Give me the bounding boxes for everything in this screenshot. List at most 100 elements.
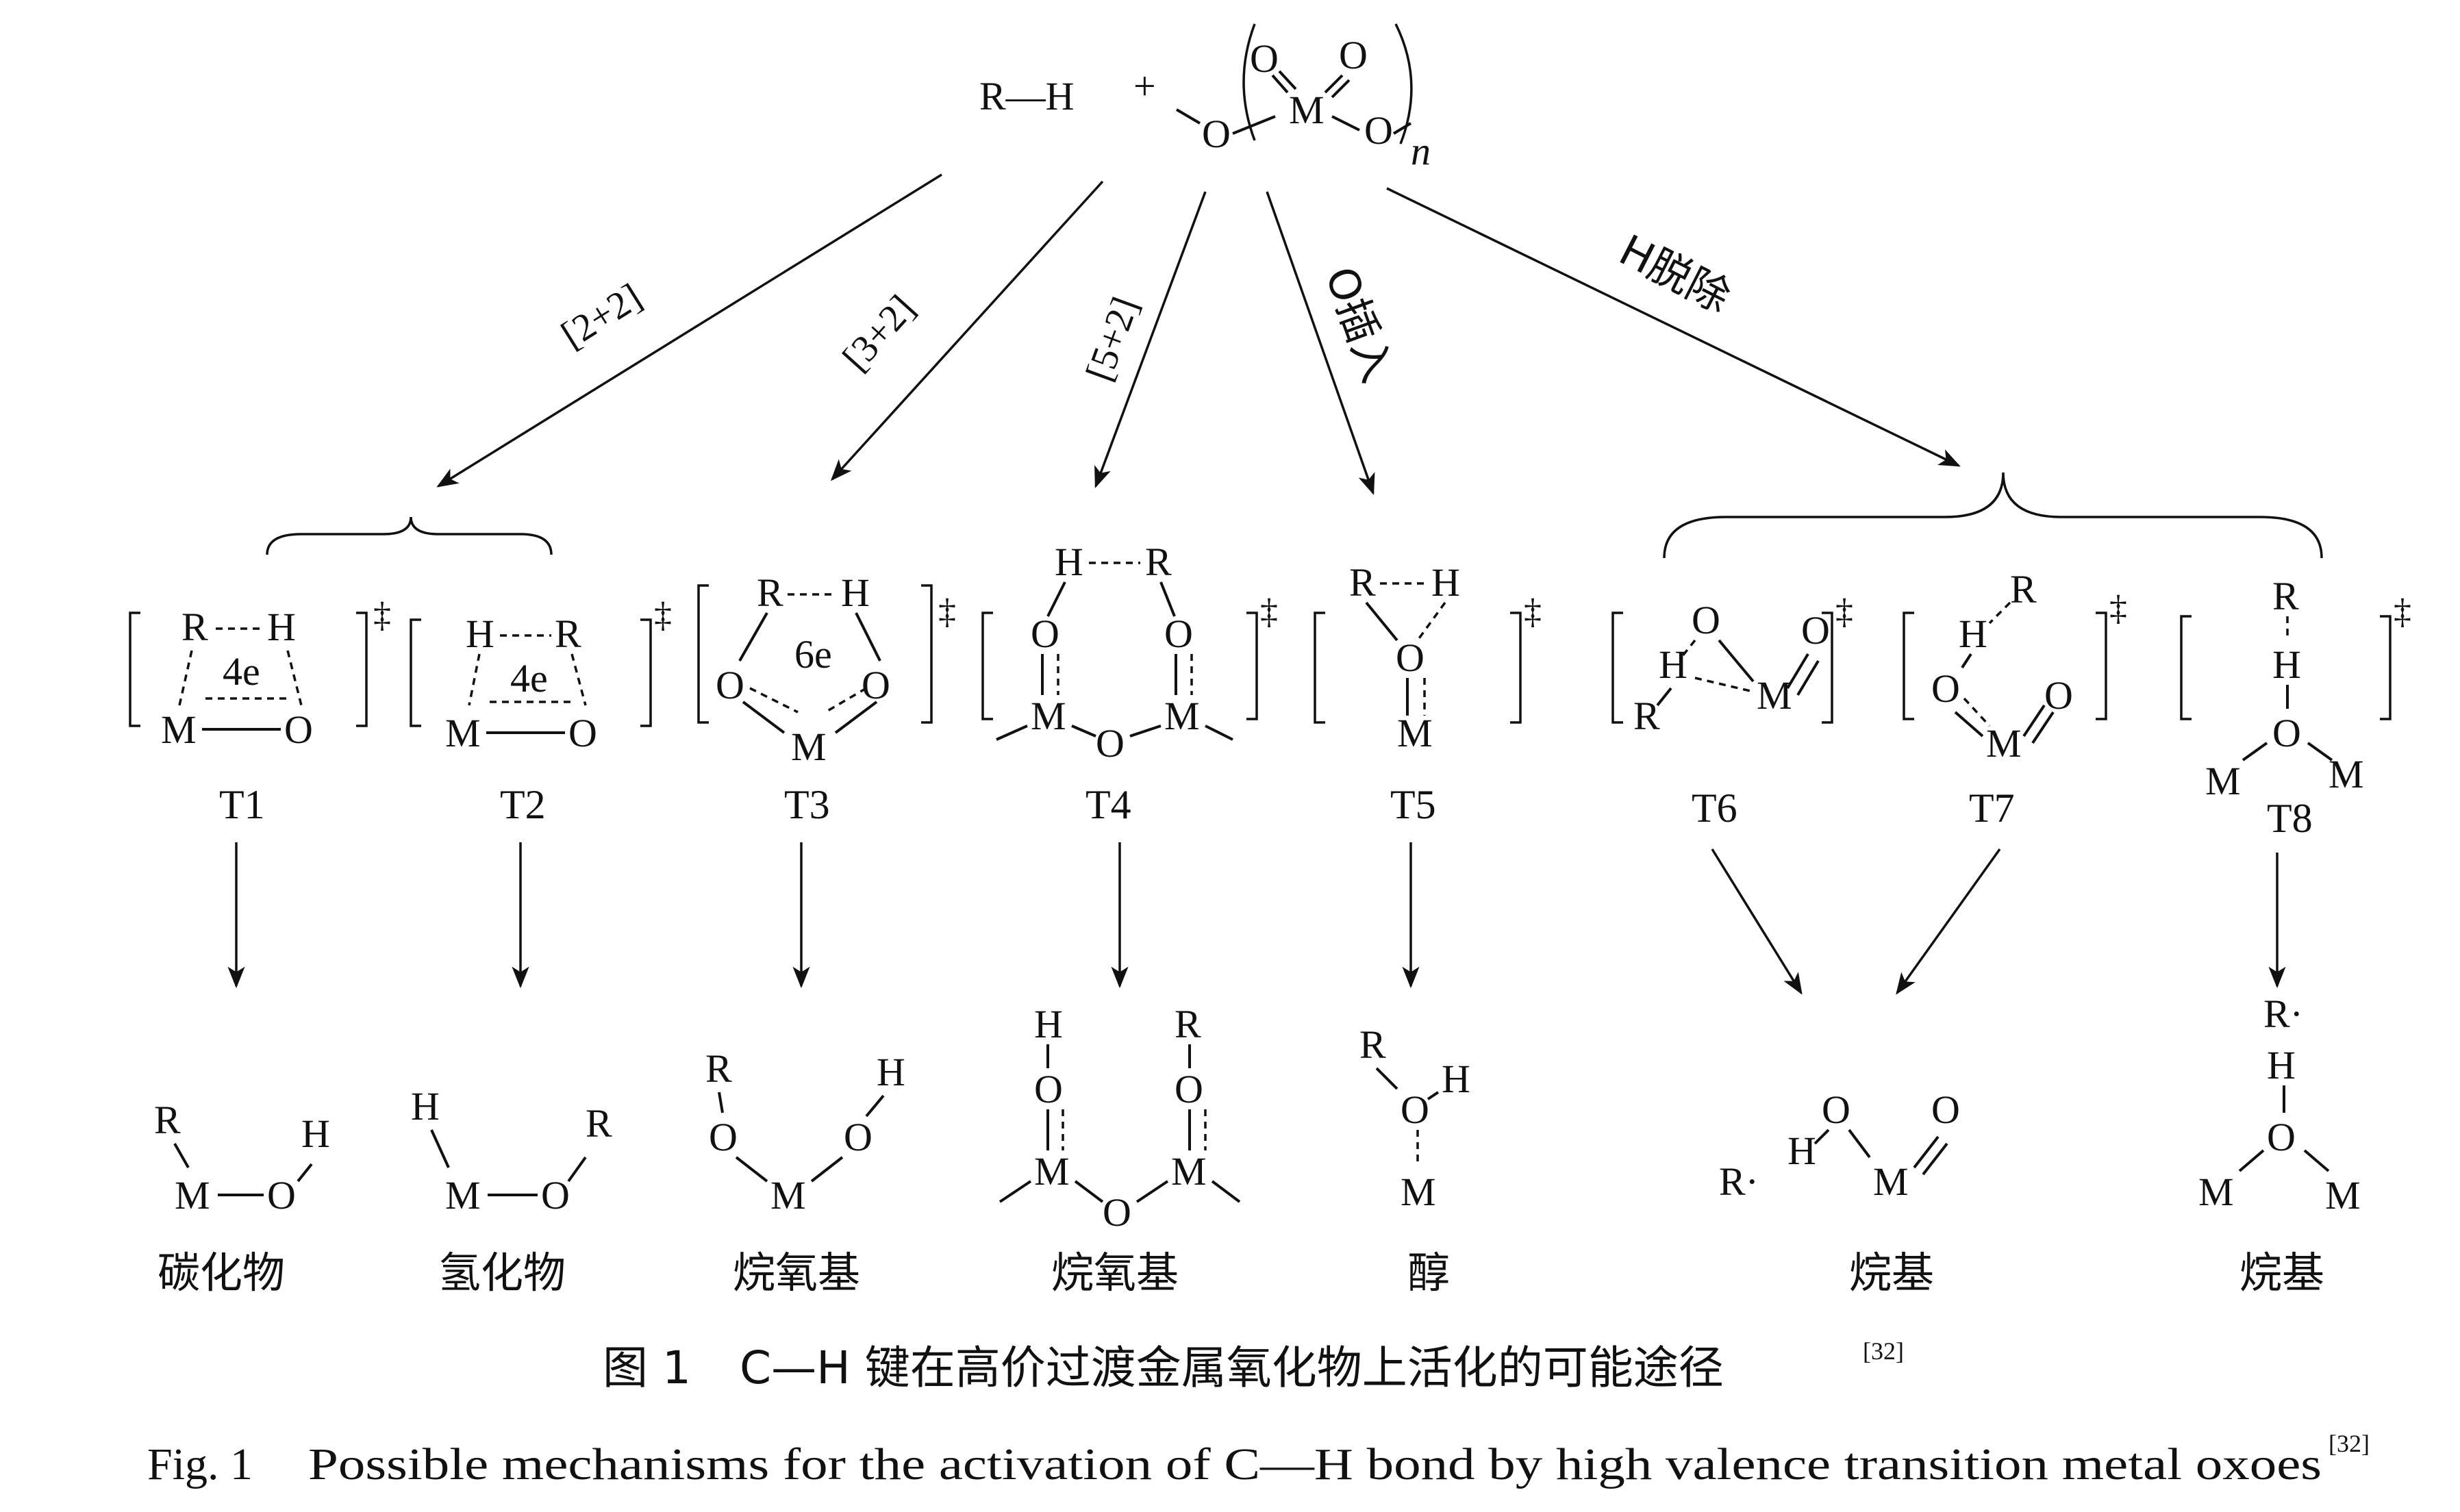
product-label: 碳化物 — [158, 1248, 285, 1298]
oxo-m: M — [1289, 88, 1325, 132]
atom-o: O — [709, 1115, 738, 1159]
caption-zh-ref: [32] — [1863, 1337, 1904, 1365]
bracket-right — [2380, 615, 2392, 720]
dagger: ‡ — [2394, 592, 2411, 631]
bond — [1392, 122, 1412, 135]
ts-t1: ‡ R H 4e M O T1 — [129, 596, 391, 827]
pathway-arrows — [436, 173, 1961, 495]
bracket-right — [1510, 612, 1522, 724]
dagger: ‡ — [1260, 592, 1278, 631]
reactant-rh: R—H — [979, 74, 1075, 118]
right-paren — [1394, 23, 1413, 144]
atom-r: R — [1359, 1022, 1386, 1067]
atom-r: R — [2272, 574, 2299, 618]
product-2: H M O R 氢化物 — [411, 1084, 612, 1298]
bond — [1375, 1067, 1398, 1090]
atom-o: O — [267, 1173, 296, 1218]
product-6: R· H O M O 烷基 — [1719, 1087, 1960, 1298]
arrow-h-abstract — [1386, 187, 1961, 467]
atom-m: M — [1401, 1170, 1436, 1214]
atom-m: M — [1986, 721, 2022, 766]
bond — [1046, 581, 1176, 617]
electron-count: 4e — [510, 656, 548, 701]
bracket-right — [2096, 612, 2107, 720]
atom-o: O — [1931, 1087, 1960, 1132]
bond — [1365, 601, 1398, 642]
atom-h: H — [1431, 560, 1460, 605]
ts-label: T7 — [1969, 785, 2015, 831]
dash-bond — [1680, 639, 1696, 659]
brace-right — [1663, 472, 2323, 559]
bond — [1427, 1091, 1440, 1100]
double-bond — [2022, 704, 2055, 744]
caption-en-ref: [32] — [2329, 1430, 2370, 1457]
ts-label: T3 — [784, 782, 830, 827]
atom-o: O — [541, 1173, 570, 1218]
bracket-right — [1246, 612, 1258, 720]
bond — [430, 1129, 450, 1168]
label-5-2: [5+2] — [1078, 292, 1147, 387]
product-label: 烷基 — [1849, 1248, 1934, 1298]
atom-r: R — [1175, 1002, 1201, 1046]
atom-h: H — [841, 570, 870, 615]
double-bond — [1271, 70, 1297, 94]
atom-r: R — [555, 612, 581, 656]
dash-bond — [1057, 654, 1193, 695]
ts-t5: ‡ R H O M T5 — [1314, 560, 1542, 827]
atom-r: R — [1145, 540, 1172, 584]
atom-r: R — [1633, 694, 1660, 738]
bond — [1813, 1129, 1830, 1145]
ts-label: T5 — [1390, 782, 1436, 827]
product-5: R O H M 醇 — [1359, 1022, 1470, 1298]
bond — [742, 701, 878, 734]
atom-m: M — [1397, 711, 1433, 755]
atom-h: H — [411, 1084, 440, 1129]
atom-m: M — [1164, 694, 1200, 738]
bond — [1232, 115, 1276, 135]
atom-h: H — [1055, 540, 1083, 584]
atom-r: R — [181, 605, 208, 649]
atom-o: O — [1175, 1067, 1203, 1111]
bond — [567, 1156, 587, 1183]
product-arrows — [227, 842, 2286, 995]
product-3: R O M O H 烷氧基 — [705, 1046, 905, 1298]
dash-bond — [1694, 677, 1754, 693]
dagger: ‡ — [1524, 592, 1542, 631]
oxo-o-right: O — [1364, 108, 1393, 153]
atom-h: H — [1959, 612, 1987, 656]
atom-o: O — [1822, 1087, 1850, 1132]
product-label: 氢化物 — [438, 1248, 566, 1298]
atom-m: M — [1031, 694, 1066, 738]
caption-zh-prefix: 图 1 — [603, 1341, 691, 1394]
subscript-n: n — [1411, 129, 1431, 173]
bracket-left — [2180, 615, 2192, 720]
atom-r: R — [154, 1098, 181, 1142]
atom-o: O — [1801, 608, 1830, 653]
arrow-5-2 — [1094, 191, 1207, 488]
radical: R· — [2263, 992, 2303, 1036]
bond — [999, 1180, 1241, 1203]
atom-o: O — [568, 711, 597, 755]
atom-o: O — [716, 663, 744, 707]
atom-o: O — [862, 663, 890, 707]
bracket-left — [1314, 612, 1325, 724]
atom-r: R — [2010, 567, 2037, 612]
product-4: H O M R O M O 烷氧基 — [999, 1002, 1241, 1298]
ts-t7: ‡ R H O M O T7 — [1903, 567, 2127, 831]
atom-m: M — [1757, 673, 1792, 718]
atom-o: O — [1096, 721, 1125, 766]
double-bond — [1324, 74, 1351, 99]
atom-o: O — [844, 1115, 873, 1159]
bond — [810, 1156, 844, 1183]
atom-m: M — [1034, 1149, 1070, 1194]
atom-r: R — [1349, 560, 1376, 605]
bond — [173, 1143, 190, 1168]
atom-o: O — [1164, 612, 1193, 656]
caption: 图 1 C—H 键在高价过渡金属氧化物上活化的可能途径 [32] Fig. 1 … — [147, 1337, 2370, 1489]
bracket-left — [981, 612, 993, 720]
caption-zh-text: C—H 键在高价过渡金属氧化物上活化的可能途径 — [740, 1341, 1724, 1394]
bond — [1041, 654, 1177, 695]
atom-r: R — [586, 1101, 612, 1146]
atom-h: H — [267, 605, 296, 649]
